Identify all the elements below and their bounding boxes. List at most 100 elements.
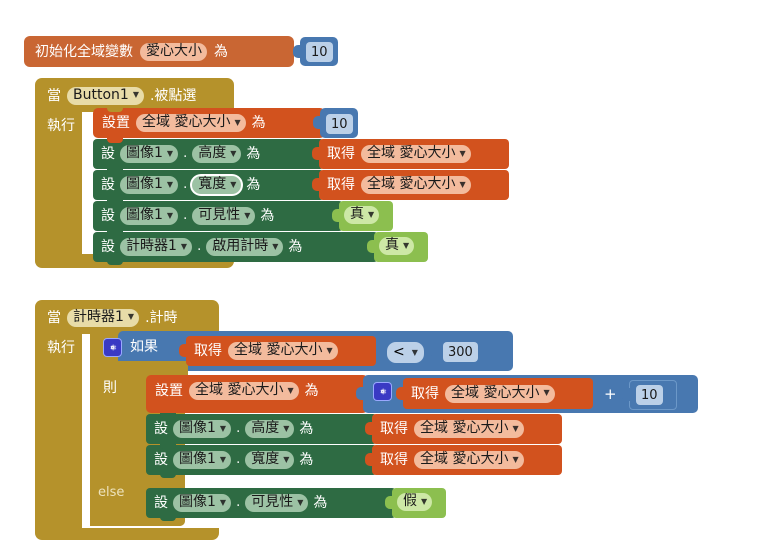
chevron-down-icon: ▼ <box>127 312 135 321</box>
set-global-keyword: 設置 <box>155 383 183 399</box>
property-dropdown-height[interactable]: 高度 ▼ <box>245 420 295 438</box>
component-dropdown[interactable]: 圖像1 ▼ <box>173 494 232 512</box>
timer-event-component-dropdown[interactable]: 計時器1 ▼ <box>67 308 140 327</box>
number-field[interactable]: 300 <box>443 342 478 362</box>
global-variable-name-field[interactable]: 愛心大小 <box>140 42 207 61</box>
set-property-keyword: 設 <box>101 239 115 255</box>
chevron-down-icon: ▼ <box>166 179 174 189</box>
component-dropdown-clock[interactable]: 計時器1 ▼ <box>120 238 193 256</box>
then-statement-set-global-add[interactable]: 設置 全域 愛心大小 ▼ 為 取得 全域 愛心 <box>146 375 706 415</box>
chevron-down-icon: ▼ <box>459 179 466 189</box>
logic-value-label: 真 <box>350 206 364 222</box>
component-dropdown[interactable]: 圖像1 ▼ <box>173 420 232 438</box>
component-label: 圖像1 <box>179 451 216 467</box>
value-get-global-width[interactable]: 取得 全域 愛心大小 ▼ <box>312 170 509 200</box>
property-dropdown-width[interactable]: 寬度 ▼ <box>192 176 242 194</box>
chevron-down-icon: ▼ <box>230 179 237 189</box>
block-initialize-global[interactable]: 初始化全域變數 愛心大小 為 10 <box>24 36 338 67</box>
assign-word: 為 <box>288 239 303 255</box>
statement-set-image1-height[interactable]: 設 圖像1 ▼ . 高度 ▼ 為 取得 全域 愛心大小 ▼ <box>93 138 523 169</box>
get-global-label: 全域 愛心大小 <box>451 384 540 401</box>
number-field[interactable]: 10 <box>636 385 663 405</box>
statement-set-image1-visible[interactable]: 設 圖像1 ▼ . 可見性 ▼ 為 真 ▼ <box>93 200 413 231</box>
else-word: else <box>98 485 125 500</box>
logic-value-dropdown[interactable]: 真 ▼ <box>344 206 380 224</box>
init-global-keyword: 初始化全域變數 <box>35 43 133 60</box>
get-keyword: 取得 <box>327 146 355 162</box>
property-label: 寬度 <box>251 451 280 467</box>
chevron-down-icon: ▼ <box>219 423 227 433</box>
get-global-condition-block[interactable]: 取得 全域 愛心大小 ▼ <box>179 336 376 366</box>
logic-value-dropdown[interactable]: 真 ▼ <box>379 237 415 255</box>
component-dropdown[interactable]: 圖像1 ▼ <box>120 207 179 225</box>
value-logic-true[interactable]: 真 ▼ <box>332 201 393 231</box>
component-label: 計時器1 <box>126 238 177 254</box>
number-field[interactable]: 10 <box>326 114 353 134</box>
math-operand-get-global[interactable]: 取得 全域 愛心大小 ▼ <box>396 378 593 409</box>
chevron-down-icon: ▼ <box>272 241 279 251</box>
statement-set-global-size[interactable]: 設置 全域 愛心大小 ▼ 為 10 <box>93 107 358 138</box>
set-global-target-dropdown[interactable]: 全域 愛心大小 ▼ <box>136 114 246 132</box>
chevron-down-icon: ▼ <box>166 148 174 158</box>
get-global-dropdown[interactable]: 全域 愛心大小 ▼ <box>414 420 524 438</box>
get-keyword: 取得 <box>411 385 439 402</box>
comparison-operator-dropdown[interactable]: < ▼ <box>387 342 424 363</box>
get-global-dropdown[interactable]: 全域 愛心大小 ▼ <box>228 342 338 360</box>
logic-value-dropdown[interactable]: 假 ▼ <box>397 493 433 511</box>
number-block-10-setglobal[interactable]: 10 <box>313 108 358 138</box>
number-field[interactable]: 10 <box>306 42 333 62</box>
component-dropdown[interactable]: 圖像1 ▼ <box>120 145 179 163</box>
timer-event-component-label: 計時器1 <box>73 308 124 325</box>
number-block-10[interactable]: 10 <box>293 37 338 66</box>
set-global-target-label: 全域 愛心大小 <box>142 114 231 130</box>
property-dot: . <box>183 146 188 161</box>
property-dropdown-visible[interactable]: 可見性 ▼ <box>245 494 309 512</box>
chevron-down-icon: ▼ <box>283 454 290 464</box>
chevron-down-icon: ▼ <box>219 497 227 507</box>
then-statement-set-image1-width[interactable]: 設 圖像1 ▼ . 寬度 ▼ 為 取得 全域 愛心大小 ▼ <box>146 444 576 478</box>
value-get-global-width[interactable]: 取得 全域 愛心大小 ▼ <box>365 445 562 475</box>
statement-set-clock1-enabled[interactable]: 設 計時器1 ▼ . 啟用計時 ▼ 為 真 ▼ <box>93 231 443 265</box>
property-dropdown-visible[interactable]: 可見性 ▼ <box>192 207 256 225</box>
property-dot: . <box>183 177 188 192</box>
get-global-dropdown[interactable]: 全域 愛心大小 ▼ <box>361 145 471 163</box>
chevron-down-icon: ▼ <box>459 148 466 158</box>
else-statement-set-image1-visible[interactable]: 設 圖像1 ▼ . 可見性 ▼ 為 假 ▼ <box>146 488 466 521</box>
get-global-dropdown[interactable]: 全域 愛心大小 ▼ <box>414 451 524 469</box>
property-dot: . <box>236 421 241 436</box>
component-dropdown[interactable]: 圖像1 ▼ <box>173 451 232 469</box>
get-global-dropdown[interactable]: 全域 愛心大小 ▼ <box>361 176 471 194</box>
event-name-label: .被點選 <box>149 87 197 104</box>
timer-event-name-label: .計時 <box>145 309 178 326</box>
set-global-target-label: 全域 愛心大小 <box>195 382 284 398</box>
get-global-label: 全域 愛心大小 <box>420 420 509 436</box>
chevron-down-icon: ▼ <box>234 117 241 127</box>
component-dropdown[interactable]: 圖像1 ▼ <box>120 176 179 194</box>
gear-icon[interactable] <box>103 337 122 357</box>
math-add-block[interactable]: 取得 全域 愛心大小 ▼ + 10 <box>356 375 698 413</box>
timer-event-when-word: 當 <box>47 309 61 326</box>
get-keyword: 取得 <box>194 343 222 359</box>
timer-event-do-word: 執行 <box>47 340 75 356</box>
property-dropdown-height[interactable]: 高度 ▼ <box>192 145 242 163</box>
statement-set-image1-width[interactable]: 設 圖像1 ▼ . 寬度 ▼ 為 取得 全域 愛心大小 ▼ <box>93 169 523 200</box>
assign-word: 為 <box>246 146 261 162</box>
value-get-global-height[interactable]: 取得 全域 愛心大小 ▼ <box>365 414 562 444</box>
gear-icon[interactable] <box>373 382 392 401</box>
get-keyword: 取得 <box>380 452 408 468</box>
then-statement-set-image1-height[interactable]: 設 圖像1 ▼ . 高度 ▼ 為 取得 全域 愛心大小 ▼ <box>146 413 576 444</box>
number-block-10-math[interactable]: 10 <box>622 380 677 410</box>
set-global-target-dropdown[interactable]: 全域 愛心大小 ▼ <box>189 382 299 400</box>
event-component-dropdown[interactable]: Button1 ▼ <box>67 86 144 105</box>
number-block-300[interactable]: 300 <box>431 338 488 365</box>
property-dropdown-width[interactable]: 寬度 ▼ <box>245 451 295 469</box>
get-keyword: 取得 <box>327 177 355 193</box>
property-dropdown-timer-enabled[interactable]: 啟用計時 ▼ <box>206 238 284 256</box>
value-logic-true-clock[interactable]: 真 ▼ <box>367 232 428 262</box>
value-logic-false[interactable]: 假 ▼ <box>385 488 446 518</box>
value-get-global-height[interactable]: 取得 全域 愛心大小 ▼ <box>312 139 509 169</box>
get-global-dropdown[interactable]: 全域 愛心大小 ▼ <box>445 384 555 403</box>
condition-comparison[interactable]: 取得 全域 愛心大小 ▼ < ▼ 300 <box>179 336 488 366</box>
set-global-assign-word: 為 <box>304 383 319 399</box>
